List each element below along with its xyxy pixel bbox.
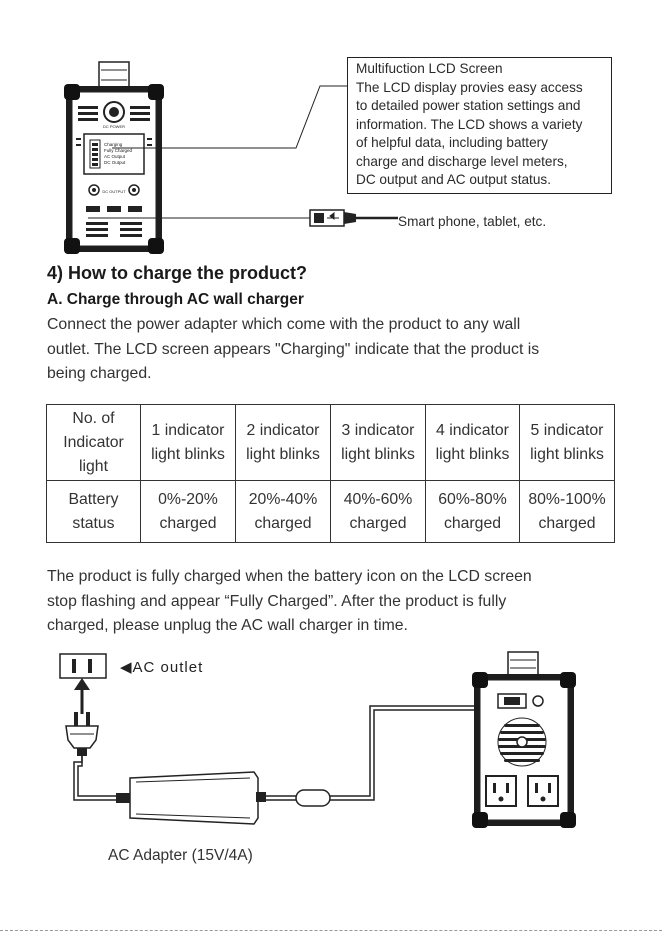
cell-line: light blinks (435, 445, 510, 463)
cell-line: 5 indicator (530, 421, 604, 439)
callout-line: to detailed power station settings and (356, 98, 581, 113)
paragraph-line: being charged. (47, 365, 152, 382)
table-cell: 40%-60% charged (330, 480, 426, 543)
dc-output-label: DC OUTPUT (102, 189, 126, 194)
table-header-cell: Battery status (46, 480, 141, 543)
cell-line: charged (349, 514, 407, 532)
battery-indicator-table: No. of Indicator light 1 indicator light … (46, 404, 615, 543)
cell-line: No. of (72, 409, 115, 427)
table-row: No. of Indicator light 1 indicator light … (46, 404, 615, 481)
callout-title: Multifuction LCD Screen (356, 61, 503, 76)
cell-line: status (72, 514, 115, 532)
ferrite-core-icon (295, 789, 331, 807)
table-row: Battery status 0%-20% charged 20%-40% char… (46, 480, 615, 543)
page-bottom-divider (0, 930, 662, 932)
cell-line: light blinks (530, 445, 604, 463)
paragraph-line: stop flashing and appear “Fully Charged”… (47, 592, 507, 610)
callout-line: DC output and AC output status. (356, 172, 551, 187)
cell-line: charged (254, 514, 312, 532)
cell-line: light (79, 457, 108, 475)
wall-outlet-icon (59, 653, 107, 679)
cell-line: 20%-40% (248, 490, 318, 508)
plug-in-arrow-icon (74, 678, 90, 714)
table-cell: 60%-80% charged (425, 480, 520, 543)
fully-charged-paragraph: The product is fully charged when the ba… (47, 565, 627, 639)
cell-line: light blinks (151, 445, 225, 463)
paragraph-line: outlet. The LCD screen appears "Charging… (47, 340, 540, 358)
cell-line: charged (538, 514, 596, 532)
cell-line: 60%-80% (438, 490, 507, 508)
callout-line: charge and discharge level meters, (356, 153, 568, 169)
paragraph-line: The product is fully charged when the ba… (47, 568, 532, 585)
lcd-line-dc-output: DC Output (104, 160, 126, 165)
cell-line: Indicator (63, 433, 124, 451)
cell-line: light blinks (246, 445, 320, 463)
paragraph-line: Connect the power adapter which come wit… (47, 316, 521, 333)
lcd-line-fully-charged: Fully Charged (104, 148, 133, 153)
paragraph-line: charged, please unplug the AC wall charg… (47, 617, 408, 634)
table-cell: 5 indicator light blinks (519, 404, 615, 481)
cell-line: 80%-100% (528, 490, 606, 508)
cell-line: 3 indicator (341, 421, 415, 439)
ac-adapter-icon (129, 771, 259, 825)
lcd-callout-box: Multifuction LCD Screen The LCD display … (347, 57, 612, 194)
table-cell: 4 indicator light blinks (425, 404, 520, 481)
cell-line: light blinks (341, 445, 415, 463)
cell-line: 0%-20% (158, 490, 218, 508)
top-leader-lines (88, 85, 398, 227)
cell-line: 2 indicator (246, 421, 320, 439)
charging-instructions-paragraph: Connect the power adapter which come wit… (47, 313, 627, 387)
table-cell: 0%-20% charged (140, 480, 236, 543)
table-cell: 3 indicator light blinks (330, 404, 426, 481)
power-station-front-illustration: DC POWER Charging Fully Charged AC Outpu… (64, 61, 164, 254)
lcd-line-charging: Charging (104, 142, 123, 147)
wall-plug-icon (65, 712, 99, 756)
usb-devices-label: Smart phone, tablet, etc. (398, 214, 547, 229)
table-cell: 20%-40% charged (235, 480, 331, 543)
ac-charging-diagram (59, 651, 576, 828)
callout-line: The LCD display provies easy access (356, 79, 583, 95)
table-cell: 2 indicator light blinks (235, 404, 331, 481)
cell-line: 1 indicator (151, 421, 225, 439)
ac-outlet-label: ◀AC outlet (120, 659, 204, 676)
table-cell: 80%-100% charged (519, 480, 615, 543)
table-header-cell: No. of Indicator light (46, 404, 141, 481)
ac-adapter-label: AC Adapter (15V/4A) (108, 847, 253, 864)
sub-heading: A. Charge through AC wall charger (47, 291, 304, 308)
cell-line: charged (159, 514, 217, 532)
power-station-side-illustration (472, 651, 576, 828)
callout-line: of helpful data, including battery (356, 135, 548, 150)
cell-line: charged (443, 514, 502, 532)
section-heading: 4) How to charge the product? (47, 263, 308, 283)
lcd-line-ac-output: AC Output (104, 154, 126, 159)
cell-line: Battery (68, 490, 119, 508)
callout-line: information. The LCD shows a variety (356, 116, 583, 132)
table-cell: 1 indicator light blinks (140, 404, 236, 481)
cell-line: 40%-60% (343, 490, 413, 508)
power-button-label: DC POWER (103, 124, 125, 129)
cell-line: 4 indicator (436, 421, 509, 439)
